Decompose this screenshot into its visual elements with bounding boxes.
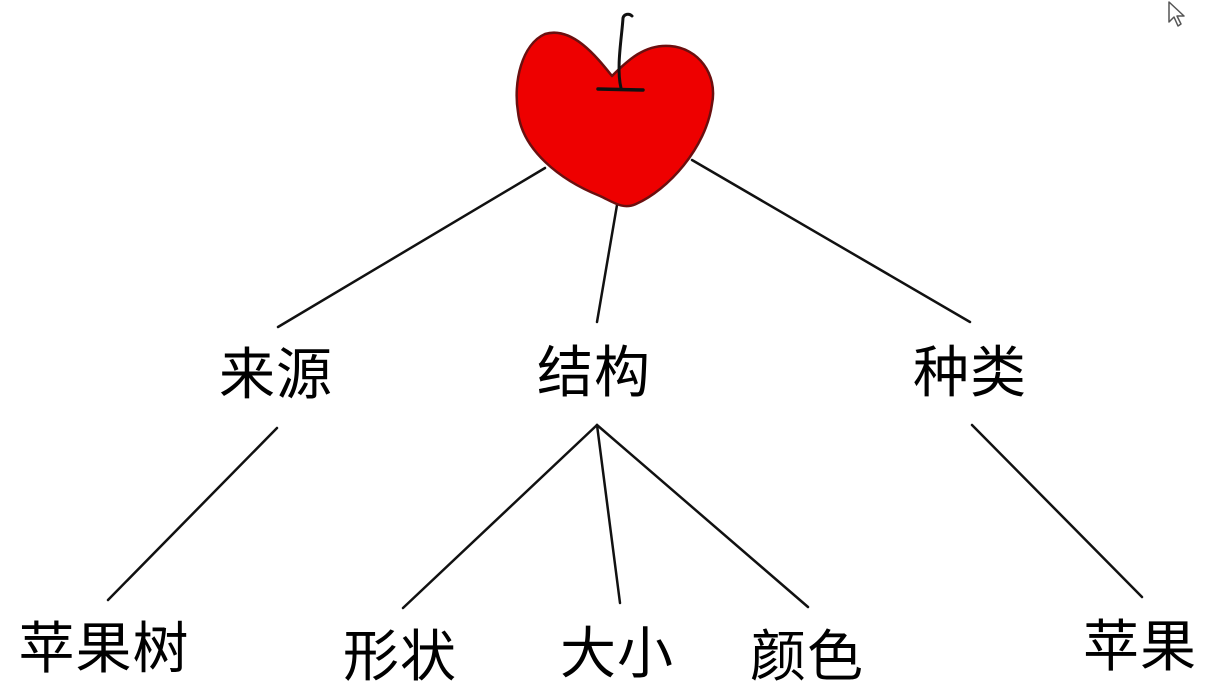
node-type: 种类: [913, 341, 1027, 406]
node-structure: 结构: [537, 341, 651, 406]
edge-root-structure: [595, 203, 619, 324]
node-apple: 苹果: [1083, 615, 1197, 680]
node-source: 来源: [219, 343, 333, 408]
edge-structure-color: [595, 423, 810, 609]
node-apple-tree: 苹果树: [18, 617, 190, 682]
edge-type-apple: [970, 423, 1144, 599]
apple-icon: [515, 12, 715, 208]
edge-structure-size: [595, 423, 622, 605]
edge-root-source: [276, 166, 547, 329]
node-shape: 形状: [343, 625, 457, 690]
apple-stem-base: [596, 87, 645, 92]
mouse-cursor-icon: [1168, 1, 1185, 27]
apple-body: [515, 31, 715, 208]
edge-source-apple-tree: [106, 426, 279, 602]
node-color: 颜色: [750, 625, 864, 690]
edge-root-type: [690, 158, 972, 324]
edge-structure-shape: [401, 423, 599, 610]
apple-stem: [617, 12, 634, 90]
node-size: 大小: [560, 622, 674, 687]
